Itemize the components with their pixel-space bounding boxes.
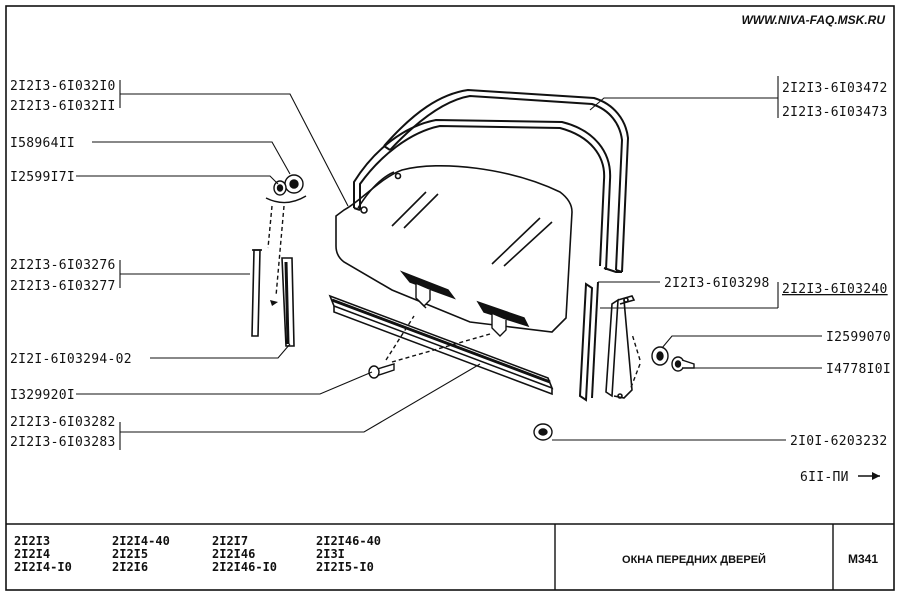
label-seal-b: 2I2I3-6I03473 bbox=[782, 105, 888, 120]
lower-channel bbox=[328, 294, 554, 396]
footer-models: 2I2I3 2I2I4 2I2I4-I0 2I2I4-40 2I2I5 2I2I… bbox=[14, 534, 381, 574]
front-nut bbox=[284, 174, 304, 194]
model-cell: 2I2I4 bbox=[14, 547, 50, 561]
sheet-title: ОКНА ПЕРЕДНИХ ДВЕРЕЙ bbox=[622, 553, 766, 566]
model-cell: 2I2I46-40 bbox=[316, 534, 381, 548]
rear-bolt bbox=[671, 356, 695, 372]
site-url: WWW.NIVA-FAQ.MSK.RU bbox=[741, 13, 885, 27]
label-guide-b: 2I2I3-6I03277 bbox=[10, 279, 116, 294]
rear-channel bbox=[578, 281, 599, 402]
window-run-seal bbox=[383, 88, 630, 273]
label-bolt: I329920I bbox=[10, 388, 75, 403]
rear-dashed-leaders bbox=[629, 333, 641, 391]
bolt-dashed-leaders bbox=[385, 315, 491, 363]
model-cell: 2I2I6 bbox=[112, 560, 148, 574]
model-cell: 2I2I46 bbox=[212, 547, 255, 561]
label-rear-washer: I2599070 bbox=[826, 330, 891, 345]
sheet-frame bbox=[5, 5, 895, 591]
model-cell: 2I2I5 bbox=[112, 547, 148, 561]
bracket-arc bbox=[265, 195, 307, 204]
model-cell: 2I2I4-I0 bbox=[14, 560, 72, 574]
model-cell: 2I2I46-I0 bbox=[212, 560, 277, 574]
glass-bracket-right bbox=[476, 300, 530, 337]
label-guide-seal: 2I2I-6I03294-02 bbox=[10, 352, 132, 367]
label-washer: I2599I7I bbox=[10, 170, 75, 185]
front-dashed-leaders bbox=[267, 205, 285, 297]
model-cell: 2I2I7 bbox=[212, 534, 248, 548]
label-glass-a: 2I2I3-6I032I0 bbox=[10, 79, 116, 94]
label-rear-assembly: 2I2I3-6I03240 bbox=[782, 282, 888, 297]
label-rear-guide: 2I2I3-6I03298 bbox=[664, 276, 770, 291]
front-guide bbox=[251, 249, 295, 347]
label-channel-b: 2I2I3-6I03283 bbox=[10, 435, 116, 450]
label-channel-a: 2I2I3-6I03282 bbox=[10, 415, 116, 430]
label-guide-a: 2I2I3-6I03276 bbox=[10, 258, 116, 273]
label-nut: I58964II bbox=[10, 136, 75, 151]
glass-bracket-left bbox=[399, 270, 456, 309]
label-glass-b: 2I2I3-6I032II bbox=[10, 99, 116, 114]
label-seal-a: 2I2I3-6I03472 bbox=[782, 81, 888, 96]
reference-arrow bbox=[858, 472, 880, 480]
label-ref-arrow: 6II-ПИ bbox=[800, 470, 849, 485]
channel-bolt bbox=[368, 363, 395, 379]
door-glass bbox=[335, 165, 573, 333]
plug bbox=[533, 423, 553, 441]
inner-seal bbox=[353, 118, 612, 271]
label-rear-bolt: I4778I0I bbox=[826, 362, 891, 377]
leader-lines bbox=[76, 76, 822, 450]
rear-guide-bracket bbox=[605, 295, 636, 399]
model-cell: 2I2I5-I0 bbox=[316, 560, 374, 574]
label-plug: 2I0I-6203232 bbox=[790, 434, 888, 449]
model-cell: 2I2I4-40 bbox=[112, 534, 170, 548]
rear-washer bbox=[651, 346, 669, 366]
model-cell: 2I3I bbox=[316, 547, 345, 561]
front-fastener bbox=[270, 300, 278, 306]
front-washer bbox=[273, 180, 287, 196]
model-cell: 2I2I3 bbox=[14, 534, 50, 548]
sheet-code: M341 bbox=[848, 552, 878, 566]
